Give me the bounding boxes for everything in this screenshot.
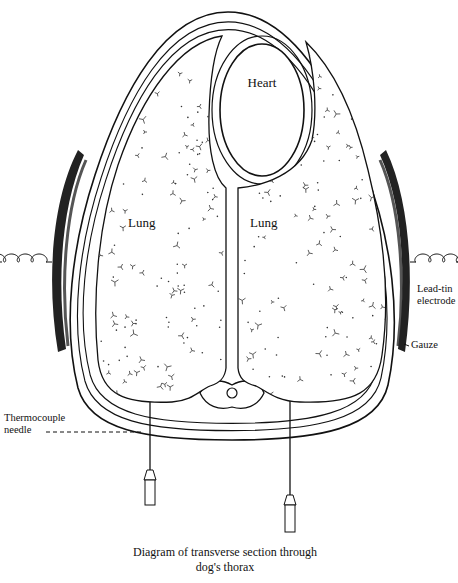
- electrode-wires: [0, 254, 458, 262]
- heart-shape: [212, 36, 312, 184]
- lung-outline: [238, 42, 386, 402]
- lead-tin-electrode: [52, 150, 84, 352]
- electrode-wire: [0, 254, 52, 262]
- electrode-wire: [410, 254, 458, 262]
- lung-node: Lung: [92, 36, 228, 406]
- needle-hub: [144, 470, 156, 480]
- lung-node: Lung: [236, 36, 392, 406]
- lung-texture: [98, 46, 223, 395]
- body-wall: [70, 12, 394, 440]
- organ-label: Lung: [128, 216, 155, 230]
- needle-hub: [284, 495, 296, 505]
- leader-line: [46, 432, 144, 433]
- needle-label: Thermocouple needle: [4, 412, 72, 436]
- organ-label: Lung: [250, 216, 277, 230]
- lung-texture: [239, 45, 388, 398]
- lung-outline: [96, 36, 226, 402]
- heart-outline: [220, 44, 304, 176]
- organ-label: Heart: [248, 76, 277, 90]
- leader-line: [404, 344, 409, 346]
- heart-node: Heart: [212, 36, 312, 184]
- gauze-label: Gauze: [411, 339, 455, 351]
- chest-wall: [77, 22, 387, 431]
- pericardium: [212, 36, 312, 184]
- spinal-canal: [227, 388, 237, 398]
- needle-handle: [145, 480, 155, 505]
- electrode-label: Lead-tin electrode: [417, 283, 457, 307]
- needle-handle: [285, 505, 295, 532]
- lung-region: [92, 36, 228, 406]
- figure-caption: Diagram of transverse section through do…: [130, 545, 320, 575]
